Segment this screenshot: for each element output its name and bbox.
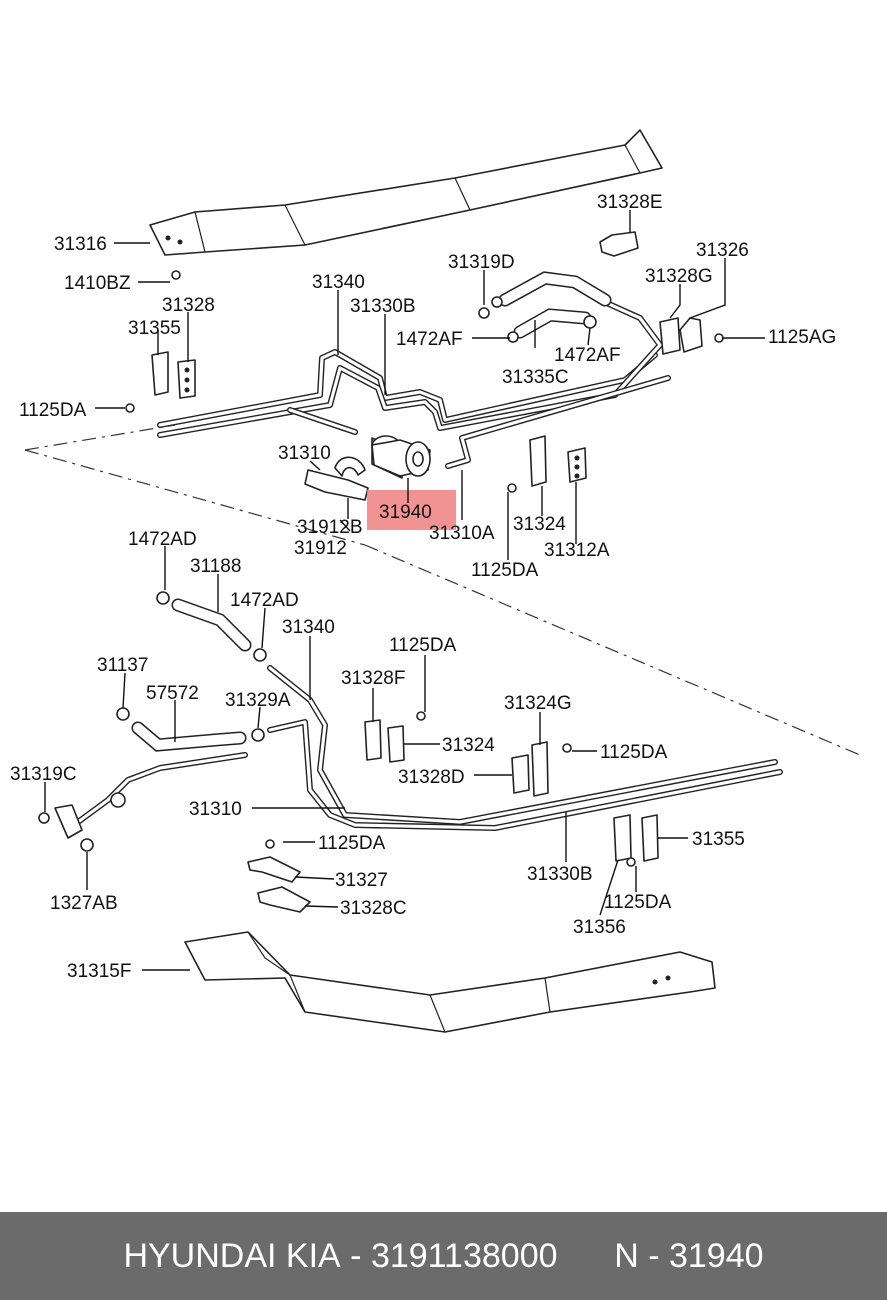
label-31330B-bot: 31330B [527, 864, 593, 885]
label-31355-top: 31355 [128, 318, 181, 339]
label-1125DA-e: 1125DA [318, 833, 386, 854]
label-31319C: 31319C [10, 764, 77, 785]
label-31340-top: 31340 [312, 272, 365, 293]
highlight-box [367, 490, 456, 530]
lower-clamps [247, 711, 659, 913]
footer-brand: HYUNDAI KIA [123, 1236, 341, 1275]
label-31188: 31188 [190, 556, 241, 577]
footer-bar: HYUNDAI KIA - 3191138000 N - 31940 [0, 1212, 887, 1300]
label-31310-top: 31310 [278, 443, 331, 464]
label-31137: 31137 [97, 655, 148, 676]
label-31316: 31316 [54, 234, 107, 255]
filter-bracket-31912B [304, 456, 369, 501]
label-31326: 31326 [696, 240, 749, 261]
label-31310A: 31310A [429, 523, 495, 544]
label-31328D: 31328D [398, 767, 465, 788]
label-31319D: 31319D [448, 252, 515, 273]
label-31330B-top: 31330B [350, 296, 416, 317]
frame-rail-31315F [184, 931, 716, 1033]
lower-fuel-lines [38, 591, 783, 852]
label-1327AB: 1327AB [50, 893, 118, 914]
label-31310-mid: 31310 [189, 799, 242, 820]
label-31340-mid: 31340 [282, 617, 335, 638]
label-1125DA-c: 1125DA [389, 635, 457, 656]
label-31328F: 31328F [341, 668, 405, 689]
footer-part-number: 3191138000 [370, 1236, 558, 1275]
label-31324-mid: 31324 [442, 735, 495, 756]
label-31335C: 31335C [502, 367, 569, 388]
label-31329A: 31329A [225, 690, 291, 711]
upper-fuel-lines [157, 271, 671, 469]
label-31328C: 31328C [340, 898, 407, 919]
fuel-filter-31940 [371, 435, 431, 479]
label-1125DA-b: 1125DA [471, 560, 539, 581]
label-31312A: 31312A [544, 540, 610, 561]
label-31940: 31940 [379, 502, 432, 523]
label-31355-bot: 31355 [692, 829, 745, 850]
footer-gap [558, 1237, 615, 1276]
label-31324-top: 31324 [513, 514, 566, 535]
label-1125DA-f: 1125DA [604, 892, 672, 913]
label-1410BZ: 1410BZ [64, 273, 131, 294]
label-31327: 31327 [335, 870, 388, 891]
label-1472AD-a: 1472AD [128, 529, 197, 550]
label-1125AG: 1125AG [768, 327, 836, 348]
label-31912: 31912 [294, 538, 347, 559]
parts-diagram: 31316 1410BZ 31328 31355 1125DA 31340 31… [10, 129, 861, 1033]
footer-ref-prefix: N - [614, 1236, 669, 1275]
label-31315F: 31315F [67, 961, 131, 982]
label-31328E: 31328E [597, 192, 663, 213]
dashed-plane-lines [24, 424, 861, 756]
footer-separator: - [340, 1236, 371, 1275]
label-31324G: 31324G [504, 693, 572, 714]
label-57572: 57572 [146, 683, 199, 704]
label-1472AF-b: 1472AF [554, 345, 621, 366]
frame-rail-31316 [149, 129, 663, 256]
footer-ref-number: 31940 [668, 1236, 764, 1275]
part-labels: 31316 1410BZ 31328 31355 1125DA 31340 31… [10, 192, 836, 982]
label-1472AF-a: 1472AF [396, 329, 463, 350]
label-31328G: 31328G [645, 266, 713, 287]
label-31912B: 31912B [297, 517, 363, 538]
footer-text: HYUNDAI KIA - 3191138000 N - 31940 [0, 1212, 887, 1300]
label-31356: 31356 [573, 917, 626, 938]
label-1472AD-b: 1472AD [230, 590, 299, 611]
leader-lines [44, 210, 765, 971]
label-1125DA-a: 1125DA [19, 400, 87, 421]
label-31328: 31328 [162, 295, 215, 316]
label-1125DA-d: 1125DA [600, 742, 668, 763]
